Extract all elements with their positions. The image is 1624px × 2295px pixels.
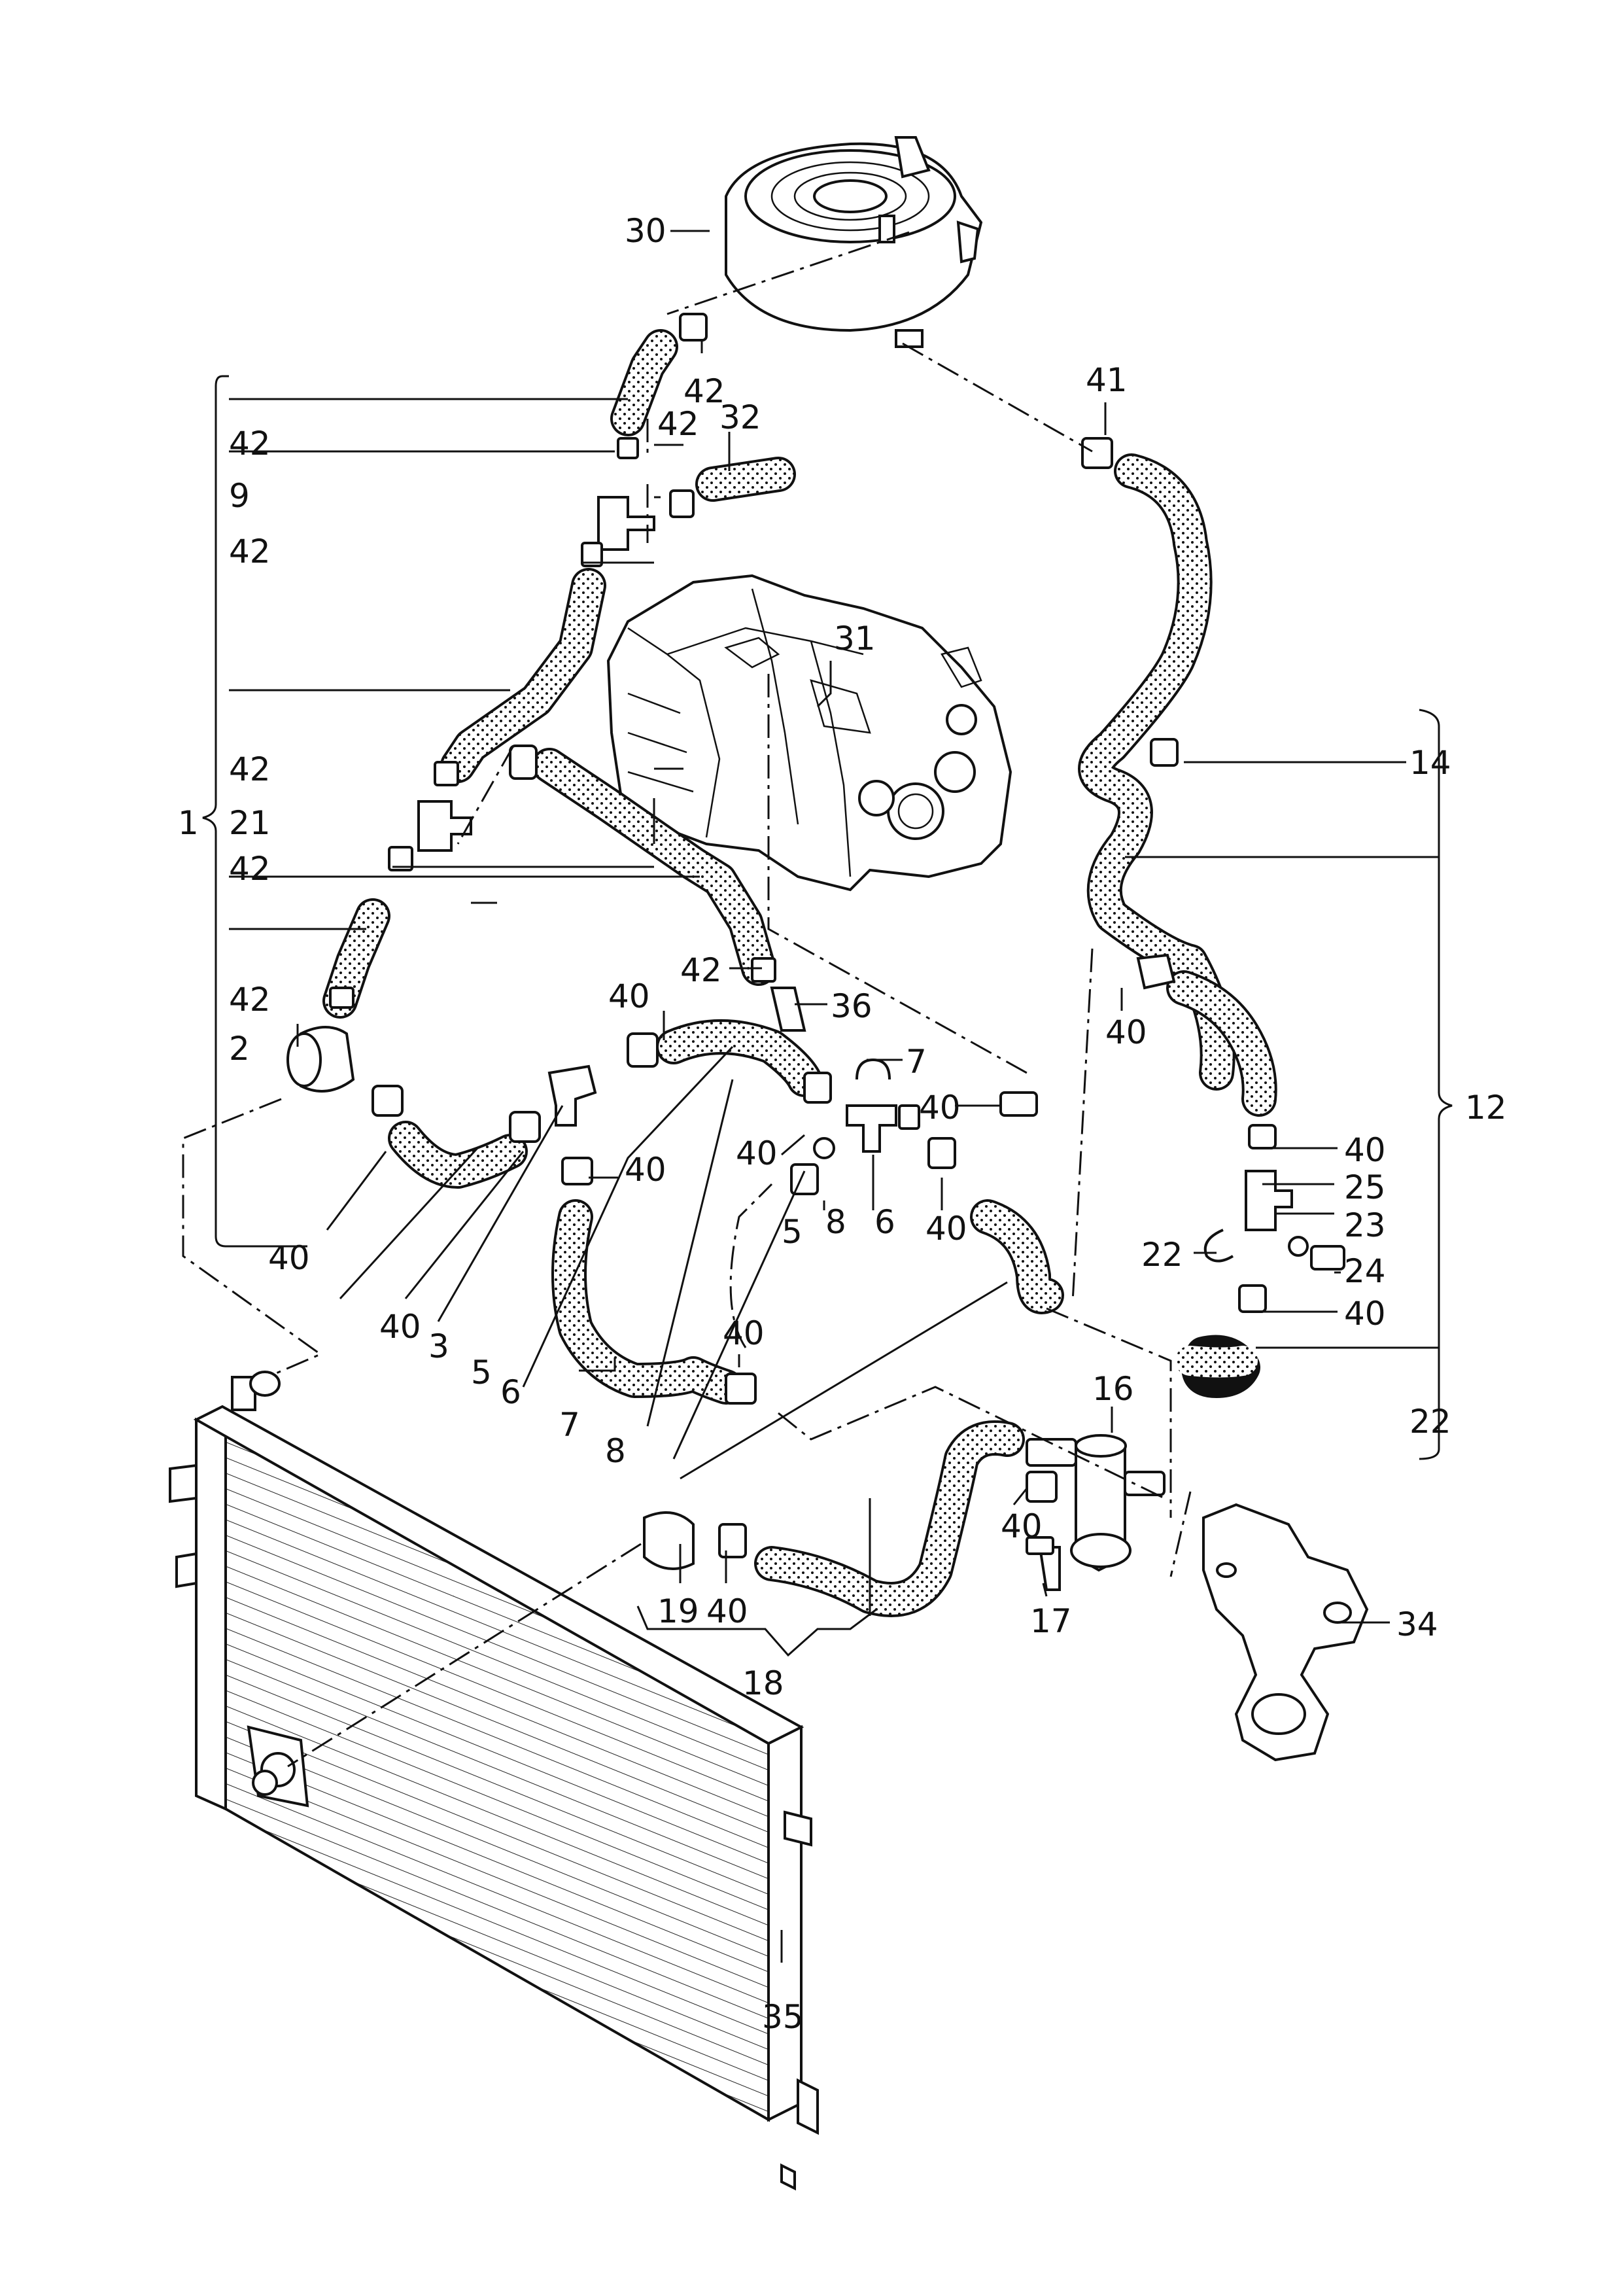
callout-6: 6 (500, 1373, 521, 1411)
callout-16: 16 (1092, 1370, 1134, 1408)
radiator (169, 1371, 819, 2191)
callout-40: 40 (919, 1089, 961, 1127)
callout-23: 23 (1344, 1206, 1386, 1244)
callout-25: 25 (1344, 1168, 1386, 1206)
callout-30: 30 (625, 212, 666, 250)
callout-40: 40 (1001, 1507, 1043, 1545)
callout-numbers: 30 42 41 32 42 42 9 42 31 14 42 21 1 42 … (178, 212, 1507, 2036)
callout-40: 40 (608, 977, 650, 1015)
callout-22: 22 (1141, 1236, 1183, 1274)
callout-31: 31 (834, 620, 876, 657)
callout-40: 40 (268, 1239, 310, 1277)
callout-2: 2 (229, 1030, 250, 1068)
callout-6: 6 (874, 1203, 895, 1241)
callout-40: 40 (706, 1592, 748, 1630)
callout-36: 36 (831, 987, 872, 1025)
callout-19: 19 (657, 1592, 699, 1630)
callout-40: 40 (625, 1151, 666, 1189)
callout-5: 5 (782, 1213, 803, 1251)
callout-40: 40 (379, 1308, 421, 1346)
callout-42: 42 (229, 850, 271, 888)
callout-42: 42 (229, 750, 271, 788)
callout-35: 35 (762, 1998, 804, 2036)
expansion-tank (725, 136, 983, 348)
callout-7: 7 (906, 1043, 927, 1081)
callout-41: 41 (1086, 361, 1128, 399)
callout-42: 42 (680, 951, 722, 989)
callout-12: 12 (1465, 1089, 1507, 1127)
callout-42: 42 (683, 372, 725, 410)
hoses (322, 329, 1277, 1617)
callout-14: 14 (1409, 744, 1451, 782)
assembly-lines (182, 231, 1192, 1768)
callout-8: 8 (825, 1203, 846, 1241)
callout-40: 40 (723, 1314, 765, 1352)
callout-24: 24 (1344, 1252, 1386, 1290)
callout-3: 3 (428, 1327, 449, 1365)
callout-40: 40 (1344, 1131, 1386, 1169)
fittings (286, 313, 1345, 1591)
callout-42: 42 (229, 981, 271, 1019)
callout-40: 40 (1344, 1295, 1386, 1333)
callout-18: 18 (742, 1664, 784, 1702)
callout-1: 1 (178, 804, 199, 842)
callout-5: 5 (471, 1354, 492, 1392)
callout-40: 40 (1105, 1013, 1147, 1051)
callout-17: 17 (1030, 1602, 1072, 1640)
callout-9: 9 (229, 477, 250, 515)
callout-34: 34 (1396, 1605, 1438, 1643)
callout-42: 42 (229, 533, 271, 570)
callout-42: 42 (229, 425, 271, 463)
callout-7: 7 (559, 1406, 580, 1444)
callout-40: 40 (736, 1134, 778, 1172)
callout-22: 22 (1409, 1403, 1451, 1441)
callout-42: 42 (657, 405, 699, 443)
callout-32: 32 (719, 398, 761, 436)
callout-8: 8 (605, 1432, 626, 1470)
leader-lines (202, 230, 1453, 1963)
callout-40: 40 (925, 1210, 967, 1248)
mounting-bracket (1202, 1503, 1369, 1762)
callout-21: 21 (229, 804, 271, 842)
